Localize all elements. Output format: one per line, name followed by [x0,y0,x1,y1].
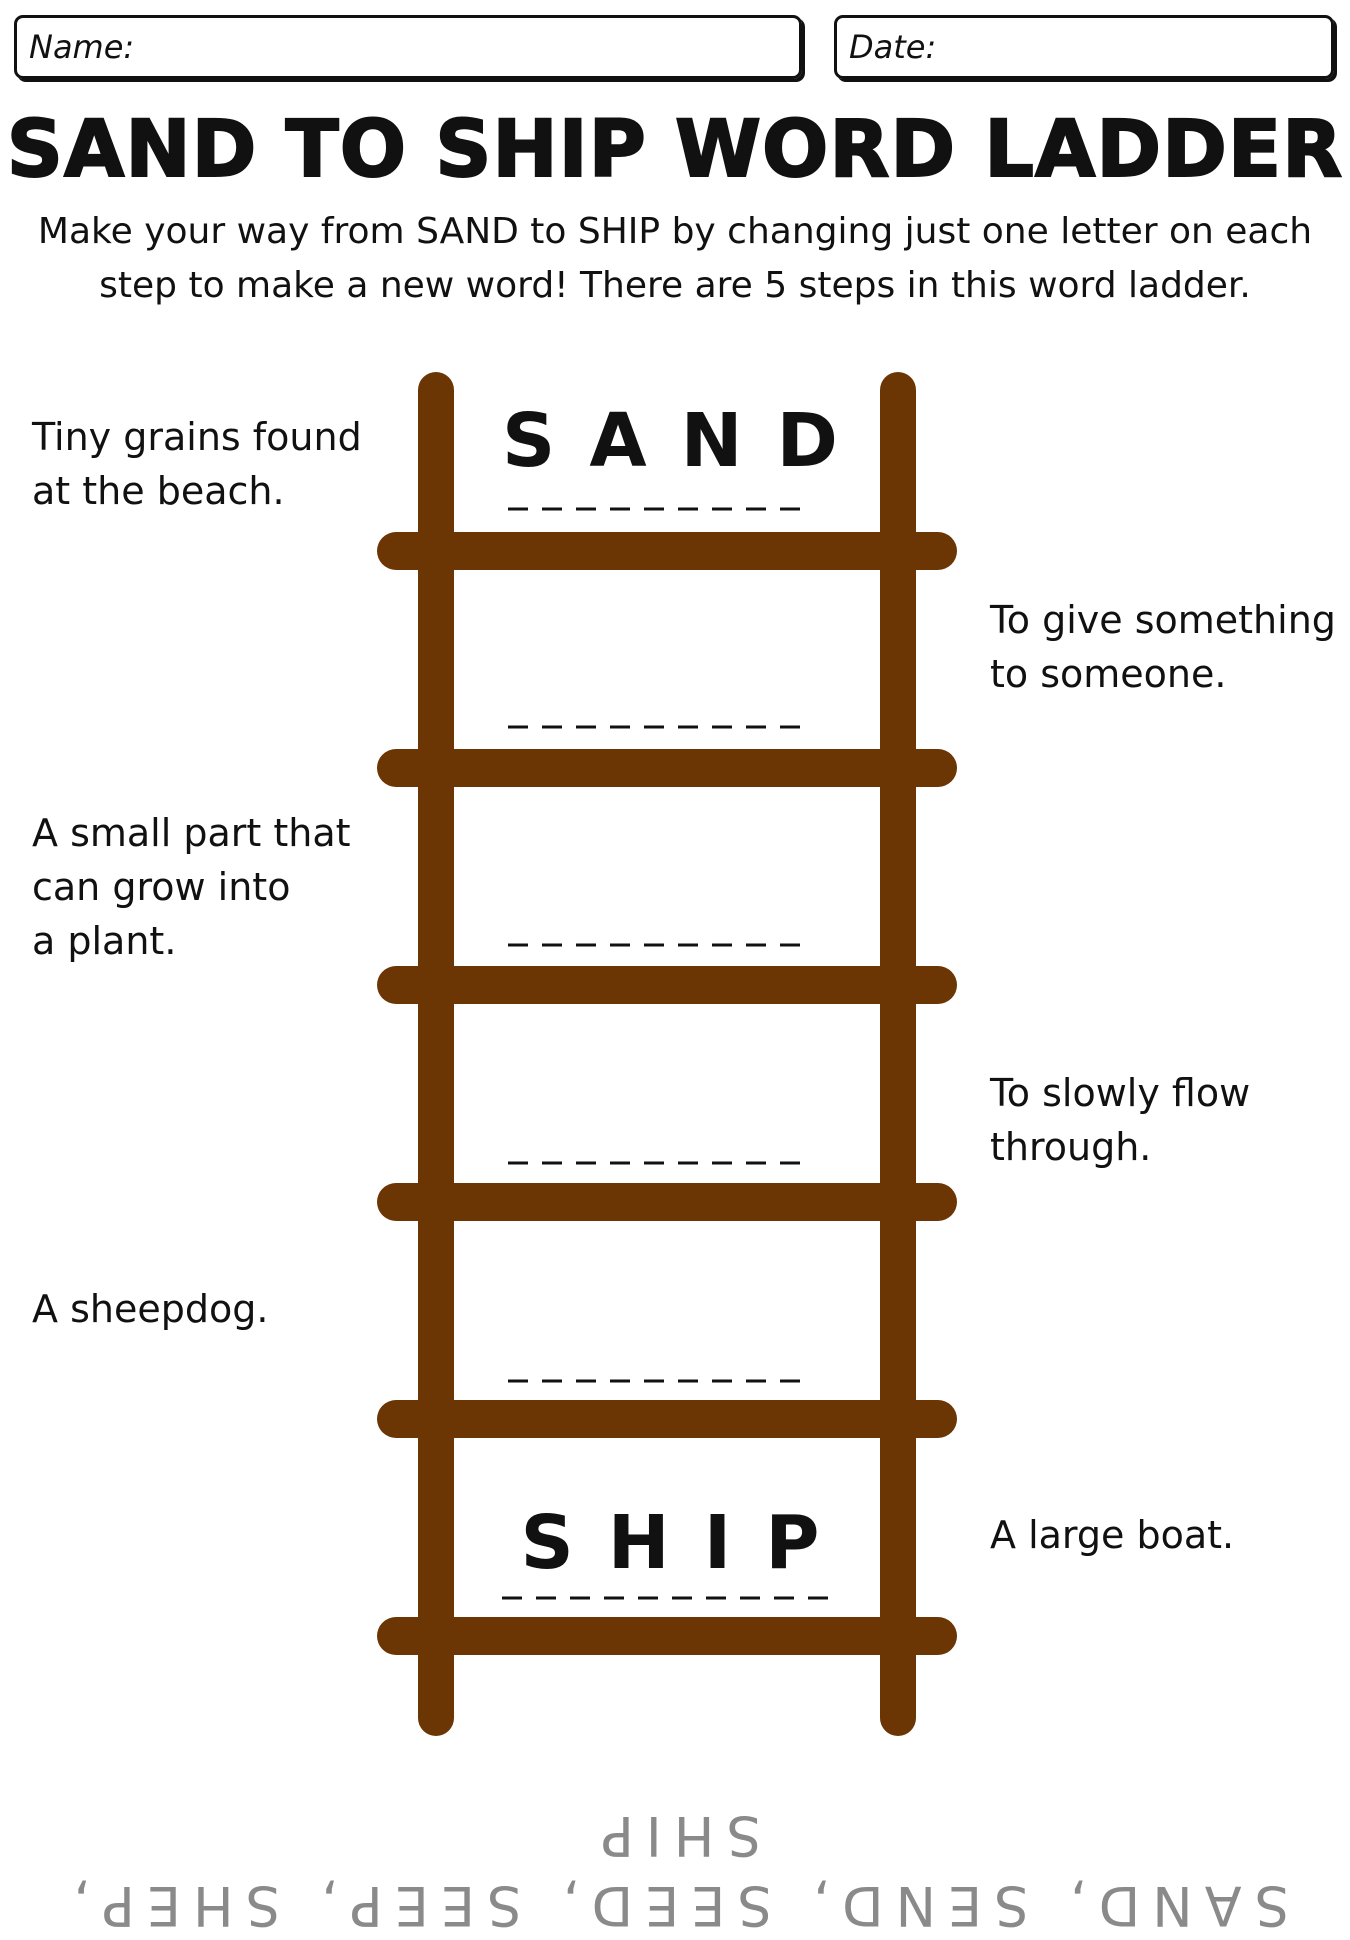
page-title: SAND TO SHIP WORD LADDER [6,104,1344,196]
clue-6: A large boat. [990,1513,1235,1557]
answer-key-upside-down: SAND, SEND, SEED, SEEP, SHEP, SHIP [61,1804,1289,1937]
clue-3: A small part that can grow into a plant. [32,811,351,963]
name-field[interactable]: Name: [14,15,802,79]
instructions: Make your way from SAND to SHIP by chang… [37,211,1313,306]
end-word: SHIP [520,1500,854,1586]
clue-5: A sheepdog. [32,1287,269,1331]
clue-2: To give something to someone. [990,598,1336,696]
ladder-graphic [377,372,957,1736]
name-label: Name: [29,28,135,66]
start-word: SAND [502,398,872,484]
date-label: Date: [849,28,937,66]
clue-1: Tiny grains found at the beach. [32,415,362,513]
clue-4: To slowly flow through. [990,1071,1251,1169]
date-field[interactable]: Date: [834,15,1334,79]
